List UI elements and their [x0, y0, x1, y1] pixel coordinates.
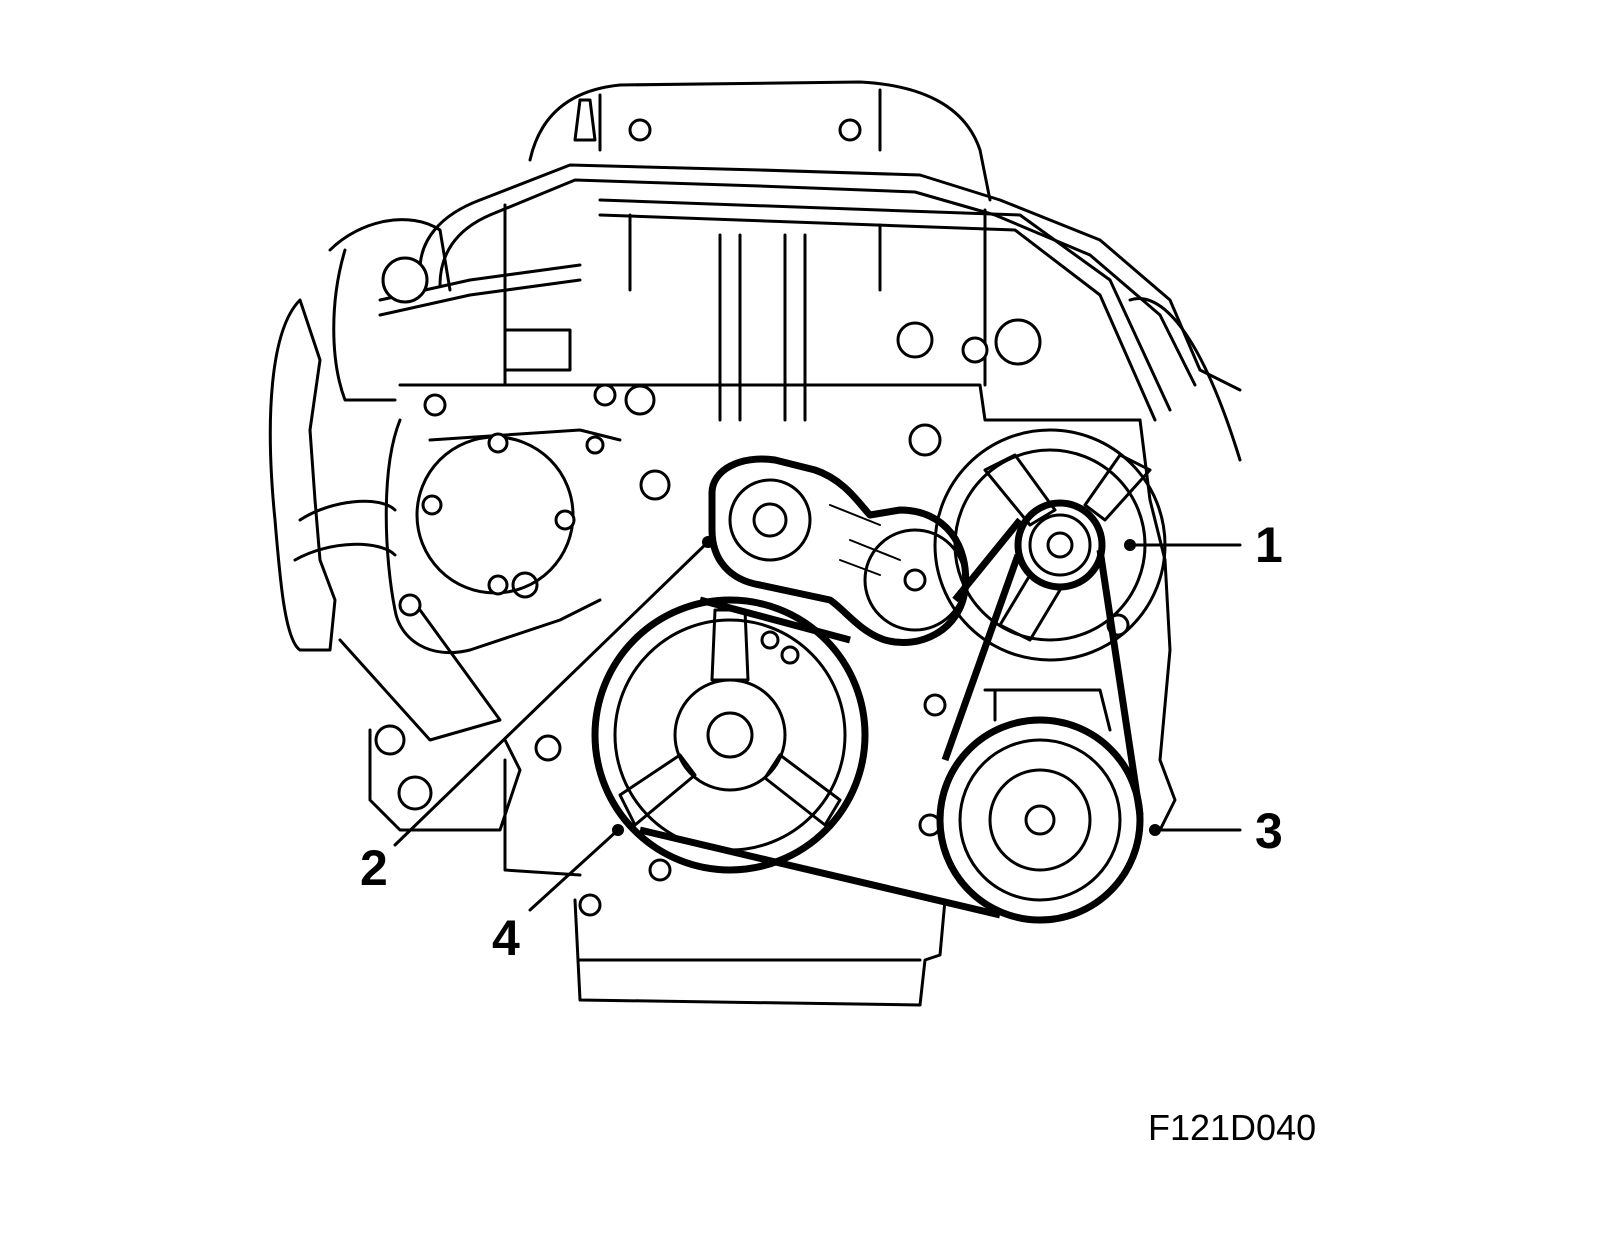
hoses [378, 98, 1242, 462]
bolts [374, 118, 1130, 917]
crankshaft-pulley [591, 596, 869, 874]
callout-4: 4 [492, 910, 520, 966]
leader-lines [393, 536, 1242, 912]
alternator-pulley [1014, 499, 1106, 591]
idler-pulley [936, 688, 1144, 924]
water-pump-flange [415, 432, 576, 596]
engine-block [268, 80, 1177, 1007]
callout-2: 2 [360, 840, 388, 896]
drive-belt [639, 517, 1144, 919]
callout-1: 1 [1255, 517, 1283, 573]
figure-code: F121D040 [1148, 1107, 1316, 1148]
callout-3: 3 [1255, 803, 1283, 859]
